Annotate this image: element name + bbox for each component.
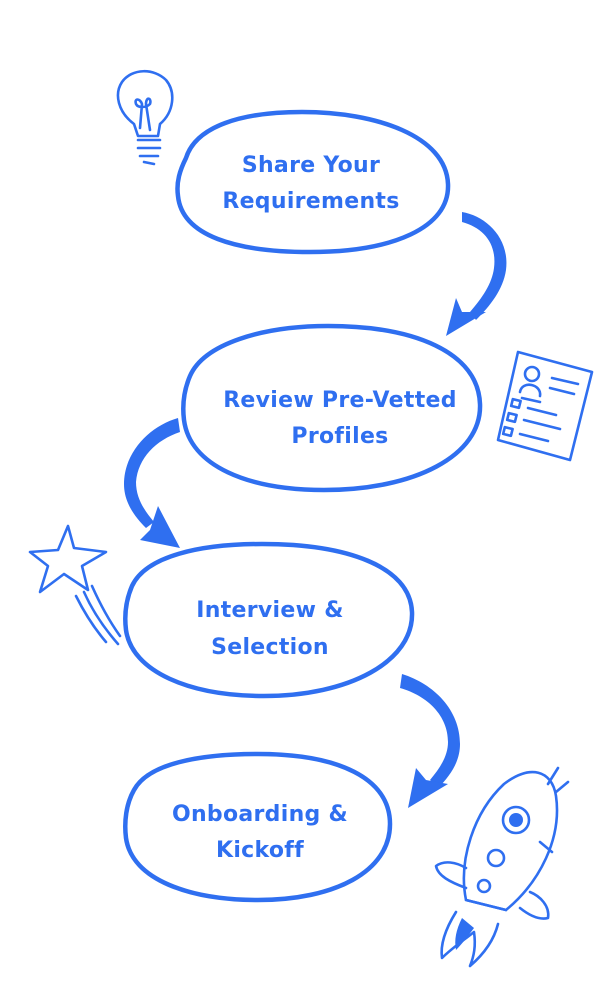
star-icon (28, 524, 122, 646)
lightbulb-icon (116, 69, 174, 166)
step-3-ellipse (123, 541, 415, 699)
arrow-1-to-2-shaft (462, 212, 507, 320)
step-1-label-line-1: Share Your (242, 153, 380, 178)
step-2: Review Pre-Vetted Profiles (181, 323, 483, 493)
step-4: Onboarding & Kickoff (123, 751, 393, 903)
rocket-icon (434, 766, 570, 968)
arrow-3-to-4-shaft (400, 674, 460, 788)
arrow-1-to-2-head (446, 298, 486, 336)
step-1: Share Your Requirements (175, 109, 451, 255)
arrow-3-to-4-head (408, 768, 448, 808)
step-2-ellipse (181, 323, 483, 493)
step-3-label-line-1: Interview & (196, 598, 343, 623)
arrow-1-to-2 (446, 212, 507, 336)
step-4-label-line-1: Onboarding & (172, 802, 348, 827)
step-3-label-line-2: Selection (211, 635, 329, 660)
arrow-3-to-4 (400, 674, 460, 808)
step-3: Interview & Selection (123, 541, 415, 699)
arrow-2-to-3-shaft (124, 418, 180, 528)
arrow-2-to-3 (124, 418, 180, 548)
step-2-label-line-2: Profiles (291, 424, 388, 449)
step-2-label-line-1: Review Pre-Vetted (223, 388, 457, 413)
resume-icon (496, 350, 594, 462)
step-1-ellipse (175, 109, 451, 255)
arrow-2-to-3-head (140, 506, 180, 548)
step-4-ellipse (123, 751, 393, 903)
step-1-label-line-2: Requirements (222, 189, 399, 214)
step-4-label-line-2: Kickoff (216, 838, 304, 863)
